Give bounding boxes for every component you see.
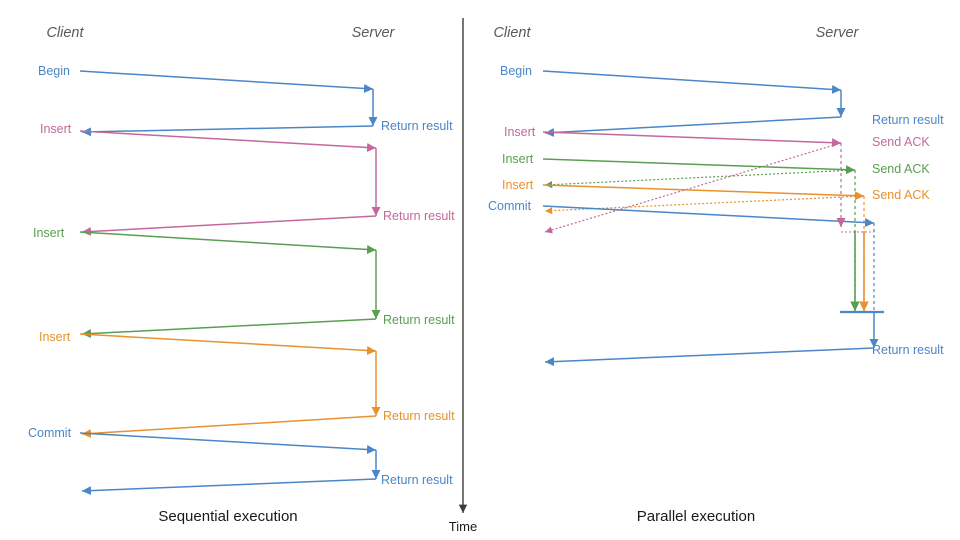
- request-arrow: [542, 158, 856, 175]
- request-arrow: [79, 231, 377, 254]
- right-message-arrows: [542, 70, 884, 367]
- message-label: Commit: [488, 199, 532, 213]
- request-arrow: [79, 432, 377, 454]
- actor-label-client: Client: [493, 25, 531, 41]
- message-label: Return result: [383, 209, 455, 223]
- response-arrow: [81, 125, 374, 137]
- message-label: Return result: [872, 113, 944, 127]
- message-label: Commit: [28, 426, 72, 440]
- left-actor-labels: Client Server: [46, 25, 395, 41]
- message-label: Insert: [40, 122, 72, 136]
- actor-label-server: Server: [816, 25, 860, 41]
- response-arrow: [81, 215, 377, 237]
- exchange-insert-2: [79, 231, 381, 339]
- left-panel-caption: Sequential execution: [158, 508, 297, 525]
- request-arrow: [542, 205, 875, 228]
- message-label: Insert: [502, 152, 534, 166]
- message-label: Return result: [381, 473, 453, 487]
- exchange-commit: [79, 432, 381, 496]
- request-arrow: [542, 184, 865, 201]
- ack-arrow-dotted: [544, 169, 856, 189]
- request-arrow: [542, 70, 842, 94]
- exchange-commit: [542, 205, 884, 367]
- ack-arrow-dotted: [544, 195, 865, 215]
- exchange-insert-3: [542, 184, 868, 311]
- left-message-arrows: [79, 70, 381, 496]
- message-label: Return result: [383, 313, 455, 327]
- response-arrow: [544, 347, 875, 367]
- message-label: Return result: [383, 409, 455, 423]
- response-arrow: [81, 318, 377, 339]
- response-arrow: [81, 478, 377, 496]
- message-label: Send ACK: [872, 188, 930, 202]
- right-actor-labels: Client Server: [493, 25, 859, 41]
- actor-label-client: Client: [46, 25, 84, 41]
- exchange-insert-3: [79, 333, 381, 438]
- message-label: Begin: [500, 64, 532, 78]
- exchange-insert-1: [79, 130, 381, 237]
- response-arrow: [81, 415, 377, 438]
- request-arrow: [79, 333, 377, 355]
- exchange-insert-2: [542, 158, 859, 311]
- ack-arrow-dotted: [544, 142, 842, 234]
- message-label: Begin: [38, 64, 70, 78]
- request-arrow: [79, 130, 377, 152]
- request-arrow: [542, 131, 842, 148]
- time-axis: Time: [449, 18, 477, 534]
- message-label: Insert: [39, 330, 71, 344]
- message-label: Insert: [504, 125, 536, 139]
- exchange-begin: [542, 70, 846, 138]
- message-label: Return result: [381, 119, 453, 133]
- right-panel-caption: Parallel execution: [637, 508, 755, 525]
- exchange-begin: [79, 70, 378, 137]
- message-label: Send ACK: [872, 135, 930, 149]
- request-arrow: [79, 70, 374, 93]
- message-label: Insert: [33, 226, 65, 240]
- actor-label-server: Server: [352, 25, 396, 41]
- message-label: Send ACK: [872, 162, 930, 176]
- response-arrow: [544, 116, 842, 138]
- exchange-insert-1: [542, 131, 845, 234]
- message-label: Insert: [502, 178, 534, 192]
- message-label: Return result: [872, 343, 944, 357]
- time-axis-label: Time: [449, 519, 477, 534]
